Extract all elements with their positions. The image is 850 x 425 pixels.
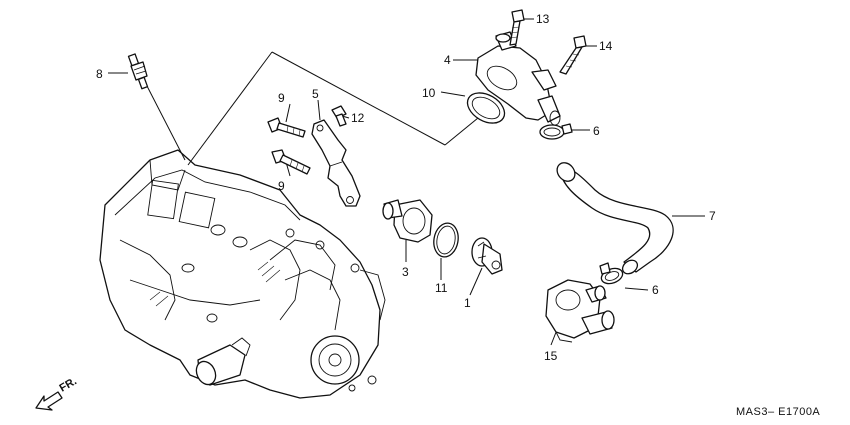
part-14-bolt (559, 35, 587, 75)
front-direction-label: FR. (58, 375, 79, 394)
engine-block (99, 149, 386, 399)
callout-9-upper: 9 (278, 91, 285, 105)
callout-15: 15 (544, 349, 558, 363)
callout-5: 5 (312, 87, 319, 101)
part-3-housing-cover (382, 199, 433, 243)
part-5-bracket (311, 119, 361, 207)
part-12-bolt (331, 105, 347, 127)
leader-lines (108, 18, 705, 346)
part-13-bolt (509, 9, 525, 46)
part-10-gasket (466, 92, 506, 124)
callout-13: 13 (536, 12, 550, 26)
callout-labels: 8 9 9 5 12 10 4 13 14 6 7 6 3 11 1 15 (96, 12, 716, 363)
callout-7: 7 (709, 209, 716, 223)
part-11-o-ring (433, 222, 459, 258)
part-9-bolt-lower (271, 149, 311, 175)
part-6-hose-clamp-lower (599, 262, 624, 285)
part-6-hose-clamp-upper (539, 123, 573, 140)
part-9-bolt-upper (267, 117, 306, 138)
part-4-upper-housing (475, 31, 561, 126)
callout-9-lower: 9 (278, 179, 285, 193)
callout-1: 1 (464, 296, 471, 310)
front-direction-arrow (35, 391, 63, 411)
callout-3: 3 (402, 265, 409, 279)
callout-6-upper: 6 (593, 124, 600, 138)
part-1-thermostat (471, 237, 503, 275)
callout-10: 10 (422, 86, 436, 100)
callout-8: 8 (96, 67, 103, 81)
callout-11: 11 (435, 281, 448, 295)
part-8-temp-sensor (127, 53, 149, 90)
callout-12: 12 (351, 111, 365, 125)
part-7-hose (556, 162, 674, 275)
part-15-lower-housing (545, 279, 615, 343)
diagram-code: MAS3– E1700A (736, 406, 820, 418)
callout-14: 14 (599, 39, 613, 53)
callout-6-lower: 6 (652, 283, 659, 297)
callout-4: 4 (444, 53, 451, 67)
